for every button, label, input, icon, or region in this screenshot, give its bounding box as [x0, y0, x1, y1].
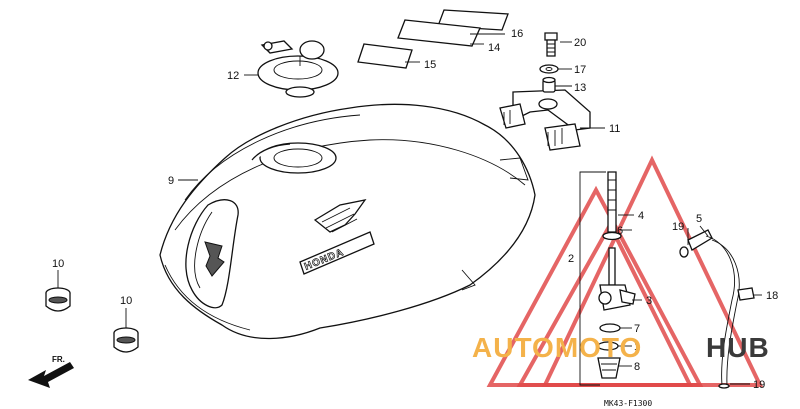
callout-10-right: 10: [120, 295, 132, 307]
direction-label: FR.: [52, 355, 65, 364]
callout-8: 8: [634, 361, 640, 373]
callout-3: 3: [646, 295, 652, 307]
callout-12: 12: [227, 70, 239, 82]
callout-20: 20: [574, 37, 586, 49]
bolt: [544, 32, 558, 57]
leader-lines: [57, 33, 762, 386]
diagram-code: MK43-F1300: [604, 399, 652, 408]
callout-1: 1: [634, 341, 640, 353]
callout-9: 9: [168, 175, 174, 187]
callout-2: 2: [568, 253, 574, 265]
callout-16: 16: [511, 28, 523, 40]
fuel-cock-assembly: [597, 171, 636, 379]
washer: [539, 64, 559, 74]
callout-13: 13: [574, 82, 586, 94]
callout-19-upper: 19: [672, 221, 684, 233]
front-direction-arrow: FR.: [28, 355, 74, 388]
decal-15: [357, 43, 413, 69]
clip: [737, 287, 755, 301]
callout-11: 11: [609, 123, 620, 135]
callout-6: 6: [617, 225, 623, 237]
watermark-text-dark: HUB: [706, 332, 770, 363]
tank-bracket: [499, 89, 591, 151]
fuel-cap: [257, 40, 339, 98]
callout-5: 5: [696, 213, 702, 225]
callout-15: 15: [424, 59, 436, 71]
callout-19-lower: 19: [753, 379, 765, 391]
collar: [542, 76, 556, 93]
grommet-left: [45, 287, 71, 312]
watermark-text-orange: AUTOMOTO: [472, 332, 642, 363]
grommet-right: [113, 327, 139, 353]
callout-17: 17: [574, 64, 586, 76]
watermark-text: AUTOMOTO HUB: [472, 332, 770, 363]
callout-14: 14: [488, 42, 500, 54]
callout-7: 7: [634, 323, 640, 335]
callout-4: 4: [638, 210, 644, 222]
callout-10-left: 10: [52, 258, 64, 270]
decal-14: [397, 19, 481, 47]
callout-18: 18: [766, 290, 778, 302]
fuel-hose: [679, 229, 740, 389]
callout-labels: 16 14 15 12 20 17 13 11 9 4 6 2 19 5 3 7…: [52, 28, 778, 391]
